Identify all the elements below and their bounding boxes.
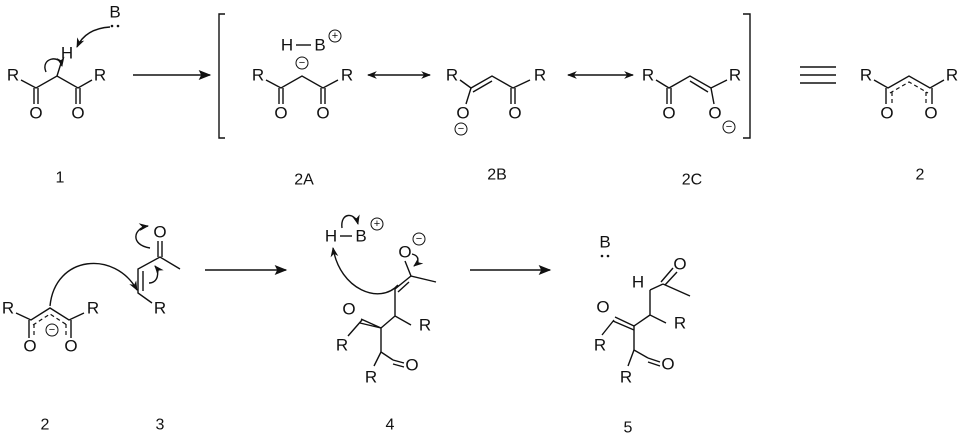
atom-o: O: [71, 104, 84, 123]
atom-r: R: [446, 66, 458, 85]
compound-2-bottom: R O O R −: [2, 262, 138, 356]
curved-arrow-icon: [135, 223, 151, 249]
compound-5: B O H R O R R O: [594, 233, 691, 387]
atom-b: B: [314, 36, 325, 55]
atom-r: R: [7, 66, 19, 85]
compound-label: 1: [56, 170, 65, 187]
atom-o: O: [64, 337, 77, 356]
compound-2c: R O O R −: [642, 66, 741, 134]
atom-b: B: [599, 233, 610, 252]
atom-r: R: [154, 299, 166, 318]
curved-arrow-icon: [44, 56, 65, 73]
negative-charge: −: [726, 121, 732, 133]
atom-r: R: [336, 336, 348, 355]
compound-label: 2: [41, 417, 50, 434]
atom-r: R: [674, 314, 686, 333]
positive-charge: +: [374, 218, 380, 230]
left-bracket: [218, 13, 225, 139]
compound-label: 3: [156, 417, 165, 434]
atom-b: B: [355, 227, 366, 246]
atom-r: R: [642, 66, 654, 85]
atom-o: O: [153, 223, 166, 242]
atom-r: R: [365, 368, 377, 387]
atom-r: R: [729, 66, 741, 85]
atom-o: O: [29, 104, 42, 123]
negative-charge: −: [299, 57, 305, 69]
positive-charge: +: [332, 30, 338, 42]
atom-r: R: [620, 368, 632, 387]
atom-o: O: [673, 255, 686, 274]
compound-2a: R O O R −: [252, 56, 353, 123]
compound-label: 2: [916, 167, 925, 184]
curved-arrow-icon: [148, 265, 164, 284]
atom-o: O: [508, 104, 521, 123]
atom-o: O: [316, 104, 329, 123]
atom-r: R: [341, 66, 353, 85]
atom-r: R: [252, 66, 264, 85]
atom-o: O: [23, 337, 36, 356]
compound-4: H B + O − R O R R O: [325, 214, 437, 387]
atom-o: O: [924, 104, 937, 123]
negative-charge: −: [416, 233, 422, 245]
curved-arrow-icon: [330, 247, 399, 295]
atom-h: H: [325, 227, 337, 246]
atom-o: O: [405, 356, 418, 375]
compound-label: 4: [386, 417, 395, 434]
curved-arrow-icon: [341, 214, 360, 229]
atom-h: H: [281, 36, 293, 55]
protonated-base: H B +: [281, 29, 342, 55]
compound-label: 5: [624, 420, 633, 437]
compound-3: O R: [135, 223, 181, 318]
right-bracket: [743, 13, 751, 139]
curved-arrow-icon: [76, 26, 111, 48]
equivalence-sign-icon: [800, 66, 836, 84]
atom-r: R: [860, 66, 872, 85]
atom-o: O: [596, 298, 609, 317]
atom-o: O: [398, 243, 411, 262]
compound-label: 2C: [682, 172, 702, 189]
compound-label: 2B: [487, 167, 507, 184]
atom-o: O: [342, 300, 355, 319]
atom-o: O: [274, 104, 287, 123]
atom-h: H: [632, 273, 644, 292]
compound-1: R O O R H B: [7, 3, 121, 123]
curved-arrow-icon: [411, 253, 424, 267]
atom-r: R: [534, 66, 546, 85]
compound-label: 2A: [294, 172, 314, 189]
negative-charge: −: [458, 123, 464, 135]
negative-charge: −: [49, 324, 55, 336]
atom-r: R: [87, 299, 99, 318]
atom-o: O: [662, 104, 675, 123]
curved-arrow-icon: [49, 262, 138, 307]
atom-b: B: [109, 3, 120, 22]
compound-2: R O O R: [860, 66, 958, 123]
atom-r: R: [2, 299, 14, 318]
atom-o: O: [708, 104, 721, 123]
compound-2b: R O O R −: [446, 66, 546, 136]
atom-o: O: [456, 104, 469, 123]
atom-o: O: [661, 355, 674, 374]
atom-o: O: [880, 104, 893, 123]
atom-r: R: [946, 66, 958, 85]
atom-h: H: [61, 44, 73, 63]
atom-r: R: [94, 66, 106, 85]
atom-r: R: [594, 336, 606, 355]
atom-r: R: [419, 316, 431, 335]
